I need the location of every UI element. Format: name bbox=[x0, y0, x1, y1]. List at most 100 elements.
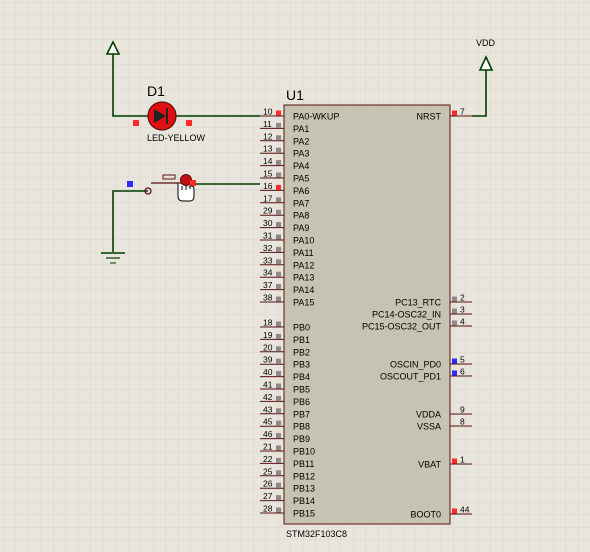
pin-marker bbox=[276, 445, 281, 451]
pin-marker bbox=[186, 120, 192, 126]
pin-name: PA1 bbox=[293, 124, 309, 134]
diode-triangle-icon bbox=[154, 109, 166, 123]
pin-marker bbox=[276, 284, 281, 290]
pin-marker bbox=[276, 259, 281, 265]
pin-name: PA11 bbox=[293, 248, 314, 258]
ground-symbol[interactable] bbox=[101, 252, 125, 264]
led-d1[interactable]: D1 LED-YELLOW bbox=[133, 83, 206, 143]
pin-number: 6 bbox=[460, 367, 465, 377]
pin-marker bbox=[276, 495, 281, 501]
pin-name: PB15 bbox=[293, 509, 315, 519]
pin-marker bbox=[276, 234, 281, 240]
pin-name: PB10 bbox=[293, 447, 315, 457]
pin-name: PC13_RTC bbox=[395, 298, 441, 308]
wire-led-to-pa0[interactable] bbox=[112, 54, 260, 117]
pin-number: 14 bbox=[263, 156, 273, 166]
pin-name: PA3 bbox=[293, 149, 309, 159]
power-terminal-left[interactable] bbox=[105, 40, 121, 55]
pin-name: VBAT bbox=[418, 460, 441, 470]
pin-number: 11 bbox=[263, 119, 272, 129]
pin-name: PA0-WKUP bbox=[293, 112, 339, 122]
pin-name: PA5 bbox=[293, 174, 309, 184]
pin-marker bbox=[452, 358, 457, 364]
pin-number: 39 bbox=[263, 355, 273, 365]
chip-body[interactable] bbox=[283, 104, 451, 525]
pin-marker bbox=[452, 308, 457, 314]
pin-marker bbox=[276, 395, 281, 401]
pin-marker bbox=[276, 457, 281, 463]
pin-marker bbox=[276, 358, 281, 364]
vdd-terminal[interactable]: VDD bbox=[476, 38, 496, 71]
pin-number: 5 bbox=[460, 355, 465, 365]
pin-marker bbox=[452, 296, 457, 302]
pin-name: OSCIN_PD0 bbox=[390, 360, 441, 370]
pin-marker bbox=[452, 320, 457, 326]
pin-name: PA2 bbox=[293, 136, 309, 146]
led-ref: D1 bbox=[147, 83, 165, 99]
pin-name: PA7 bbox=[293, 198, 309, 208]
pin-name: VDDA bbox=[416, 410, 441, 420]
active-contact-icon bbox=[180, 174, 192, 186]
pin-marker bbox=[276, 184, 281, 190]
chip-ref: U1 bbox=[286, 87, 304, 103]
pin-name: PA9 bbox=[293, 223, 309, 233]
push-button[interactable] bbox=[127, 174, 196, 202]
pin-name: PB14 bbox=[293, 496, 315, 506]
pin-number: 1 bbox=[460, 455, 465, 465]
pin-number: 2 bbox=[460, 293, 465, 303]
pin-number: 30 bbox=[263, 218, 273, 228]
wire-button-to-ground[interactable] bbox=[112, 190, 148, 252]
pin-number: 41 bbox=[263, 380, 273, 390]
pin-number: 25 bbox=[263, 466, 273, 476]
wire-nrst-to-vdd[interactable] bbox=[472, 58, 487, 117]
pin-marker bbox=[276, 408, 281, 414]
pin-marker bbox=[276, 383, 281, 389]
pin-marker bbox=[452, 110, 457, 116]
pin-marker bbox=[452, 370, 457, 376]
